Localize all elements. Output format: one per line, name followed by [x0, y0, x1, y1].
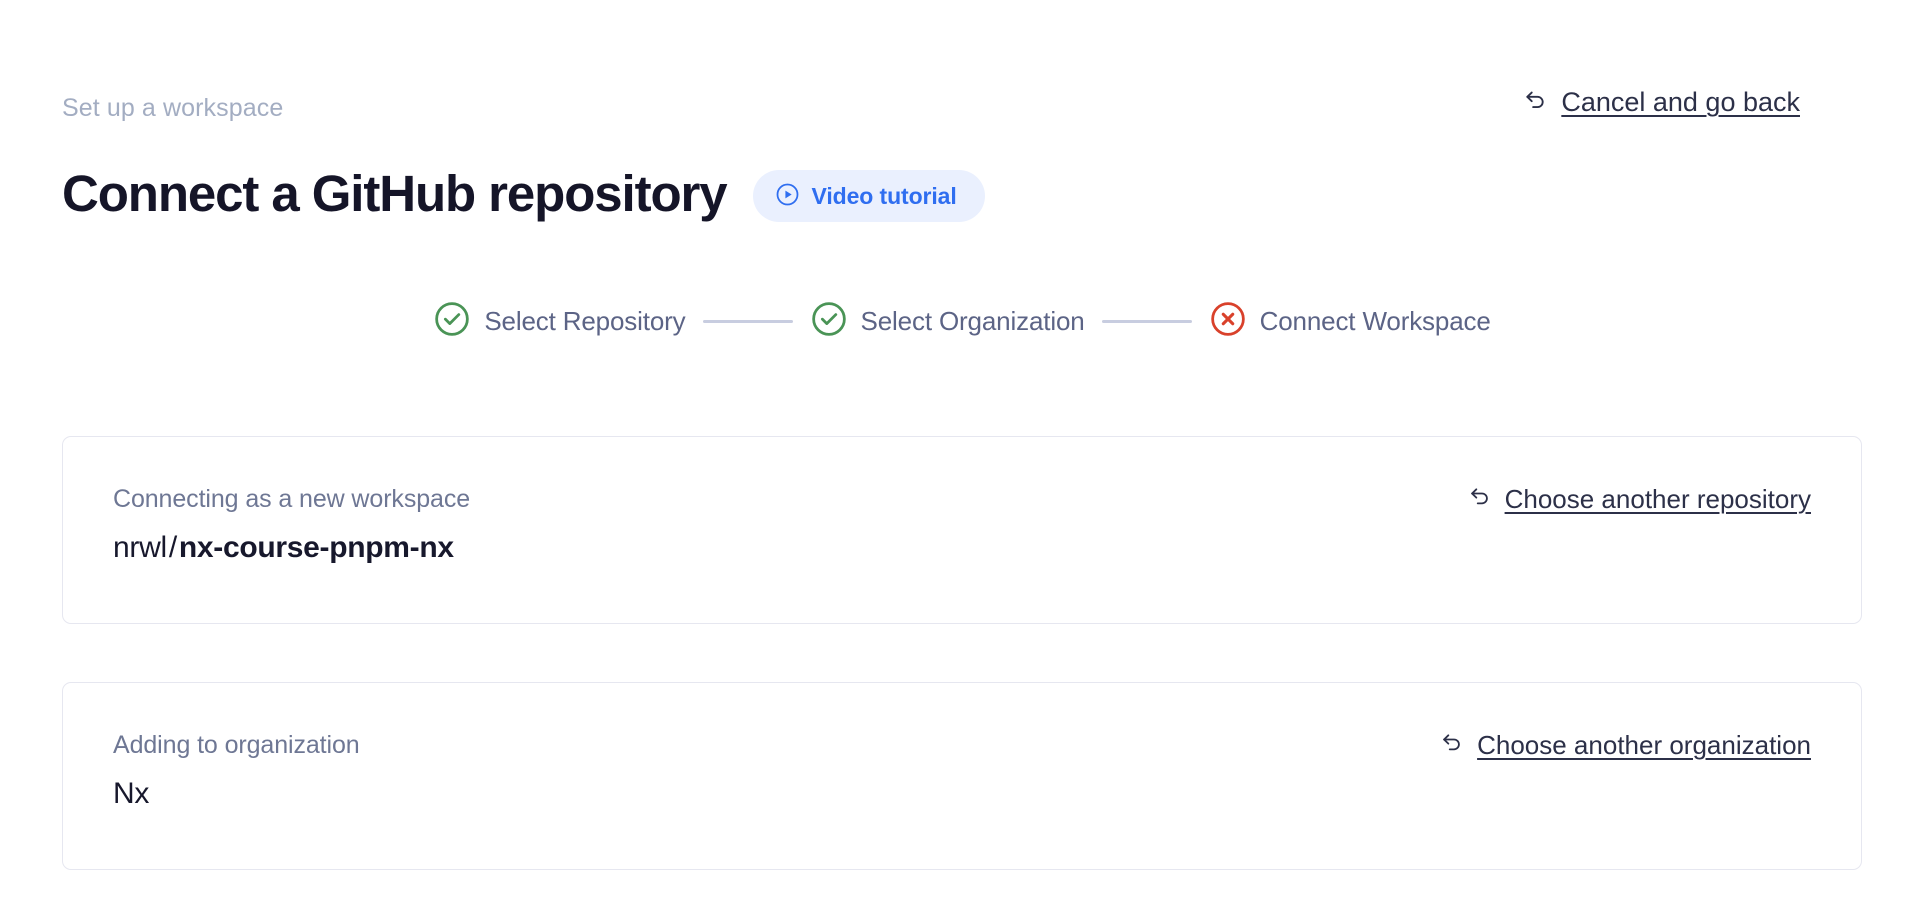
organization-card-caption: Adding to organization — [113, 731, 360, 759]
step-label: Select Repository — [484, 306, 686, 336]
repository-owner: nrwl — [113, 531, 167, 564]
step-connector — [702, 320, 793, 323]
progress-stepper: Select Repository Select Organization Co… — [0, 300, 1924, 343]
play-circle-icon — [775, 182, 800, 210]
page-header: Set up a workspace Connect a GitHub repo… — [62, 0, 1862, 223]
breadcrumb-eyebrow: Set up a workspace — [62, 94, 284, 122]
repository-card-caption: Connecting as a new workspace — [113, 485, 471, 513]
page-title: Connect a GitHub repository — [62, 165, 728, 223]
repository-name: nx-course-pnpm-nx — [178, 531, 454, 564]
cancel-and-go-back-label: Cancel and go back — [1561, 87, 1800, 117]
step-label: Connect Workspace — [1259, 306, 1491, 336]
undo-arrow-icon — [1521, 86, 1549, 119]
undo-arrow-icon — [1438, 729, 1465, 761]
step-select-organization[interactable]: Select Organization — [810, 300, 1085, 343]
repository-card: Connecting as a new workspace nrwl/nx-co… — [62, 436, 1862, 624]
undo-arrow-icon — [1466, 483, 1493, 515]
repository-separator: / — [168, 531, 177, 564]
choose-another-repository-link[interactable]: Choose another repository — [1466, 483, 1811, 515]
step-connect-workspace[interactable]: Connect Workspace — [1209, 300, 1491, 343]
step-select-repository[interactable]: Select Repository — [433, 300, 686, 343]
organization-name: Nx — [113, 777, 150, 810]
choose-another-repository-label: Choose another repository — [1504, 483, 1811, 514]
cancel-and-go-back-link[interactable]: Cancel and go back — [1521, 86, 1800, 119]
repository-card-value: nrwl/nx-course-pnpm-nx — [113, 532, 470, 564]
organization-card: Adding to organization Nx Choose another… — [62, 682, 1862, 870]
video-tutorial-button[interactable]: Video tutorial — [752, 170, 985, 223]
organization-card-value: Nx — [113, 778, 360, 810]
x-circle-icon — [1209, 300, 1247, 343]
organization-card-text: Adding to organization Nx — [113, 733, 360, 810]
choose-another-organization-link[interactable]: Choose another organization — [1438, 729, 1811, 761]
step-label: Select Organization — [860, 306, 1085, 336]
video-tutorial-label: Video tutorial — [811, 182, 957, 209]
choose-another-organization-label: Choose another organization — [1477, 729, 1811, 760]
organization-card-inner: Adding to organization Nx Choose another… — [63, 683, 1861, 869]
check-circle-icon — [810, 300, 848, 343]
title-row: Connect a GitHub repository Video tutori… — [62, 130, 985, 258]
check-circle-icon — [433, 300, 471, 343]
step-connector — [1101, 320, 1192, 323]
repository-card-inner: Connecting as a new workspace nrwl/nx-co… — [63, 437, 1861, 623]
repository-card-text: Connecting as a new workspace nrwl/nx-co… — [113, 487, 470, 564]
